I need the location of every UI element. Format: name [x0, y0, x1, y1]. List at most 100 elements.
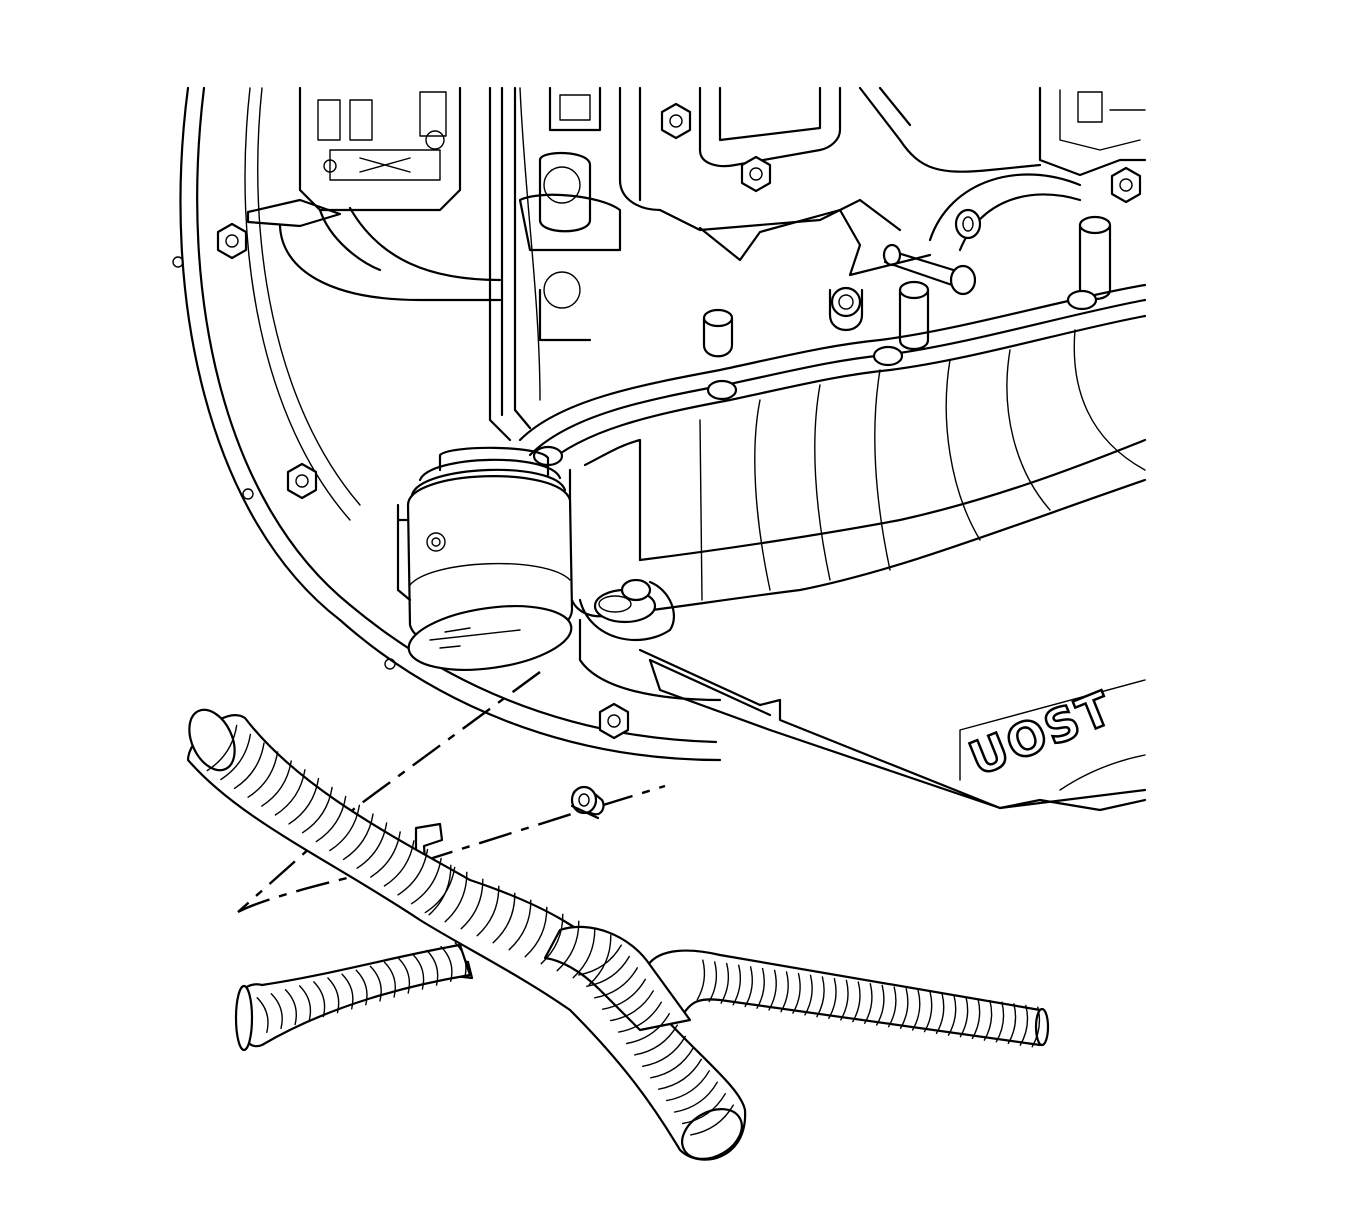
harness-rib	[911, 989, 921, 1031]
harness-rib	[876, 984, 885, 1026]
harness-rib	[650, 1047, 694, 1079]
harness-rib	[540, 913, 564, 965]
harness-rib	[935, 993, 945, 1035]
harness-rib	[658, 1058, 702, 1090]
harness-rib	[720, 962, 730, 1004]
harness-rib	[383, 961, 396, 998]
harness-rib	[476, 885, 500, 937]
harness-rib	[298, 985, 312, 1022]
harness-rib	[887, 986, 897, 1028]
harness-rib	[233, 742, 265, 790]
harness-rib	[426, 949, 439, 986]
harness-rib	[315, 795, 347, 843]
harness-rib	[971, 998, 981, 1040]
bell-housing	[172, 86, 722, 762]
harness-rib	[744, 966, 753, 1008]
harness-rib	[780, 971, 789, 1013]
harness-rib	[397, 957, 411, 994]
harness-rib	[923, 991, 933, 1033]
harness-rib	[220, 733, 252, 781]
harness-rib	[756, 967, 765, 1009]
harness-rib	[412, 953, 425, 990]
harness-rib	[588, 934, 612, 986]
upper-bolt-left	[660, 102, 692, 140]
harness-rib	[602, 978, 646, 1010]
harness-rib	[696, 959, 706, 1001]
harness-rib	[247, 751, 279, 798]
harness-rib	[618, 1001, 662, 1033]
pan-bolt-1	[706, 379, 738, 401]
harness-rib	[460, 878, 484, 930]
mounting-nut	[570, 785, 605, 820]
harness-rib	[578, 944, 622, 976]
oil-pan	[518, 283, 1147, 642]
harness-rib	[642, 1035, 686, 1067]
harness-rib	[947, 994, 957, 1036]
harness-rib	[804, 974, 813, 1016]
harness-rib	[792, 972, 801, 1014]
wiring-harness	[186, 708, 1050, 1161]
harness-rib	[666, 1070, 710, 1102]
harness-rib	[610, 990, 654, 1022]
harness-rib	[288, 777, 320, 825]
harness-rib	[383, 840, 415, 887]
bell-bolt-upper	[216, 222, 248, 260]
harness-rib	[959, 996, 969, 1038]
harness-rib	[840, 979, 849, 1021]
harness-rib	[301, 786, 333, 834]
harness-rib	[313, 981, 326, 1018]
harness-rib	[1031, 1006, 1041, 1048]
harness-rib	[370, 831, 401, 878]
harness-rib	[428, 864, 452, 916]
harness-main-sheath	[186, 714, 747, 1161]
harness-rib	[397, 848, 429, 896]
harness-rib	[454, 942, 467, 978]
harness-rib	[732, 964, 742, 1006]
harness-branch-sheath	[543, 925, 692, 1032]
harness-rib	[508, 899, 532, 951]
harness-rib	[634, 1024, 678, 1056]
bell-bolt-middle	[286, 462, 318, 500]
upper-bolt-right	[1110, 166, 1142, 204]
small-nut-upper	[954, 208, 982, 240]
harness-rib	[329, 804, 361, 852]
harness-right-sheath	[646, 949, 1048, 1047]
harness-rib	[626, 1013, 670, 1045]
harness-rib	[341, 973, 354, 1010]
harness-rib	[572, 927, 596, 979]
harness-rib	[369, 965, 382, 1002]
harness-rib	[864, 983, 873, 1024]
harness-rib	[270, 993, 283, 1030]
harness-rib	[674, 1081, 718, 1113]
harness-rib	[356, 822, 388, 869]
harness-rib	[690, 1104, 734, 1136]
harness-rib	[261, 760, 292, 807]
harness-rib	[440, 945, 453, 982]
harness-rib	[284, 989, 297, 1026]
harness-rib	[524, 906, 548, 958]
harness-rib	[682, 1093, 726, 1125]
harness-rib	[274, 769, 306, 816]
harness-rib	[327, 977, 340, 1014]
harness-rib	[492, 892, 516, 944]
harness-ribs	[206, 724, 1041, 1136]
harness-rib	[1019, 1004, 1029, 1046]
harness-rib	[995, 1001, 1005, 1043]
harness-rib	[586, 955, 630, 987]
harness-rib	[816, 976, 825, 1018]
harness-rib	[342, 813, 374, 861]
pan-bolt-2	[872, 345, 904, 367]
harness-rib	[556, 920, 580, 972]
harness-rib	[594, 967, 638, 999]
upper-engine-block	[246, 86, 1147, 442]
lower-skid-plate	[578, 618, 1147, 812]
oil-filter	[396, 446, 574, 671]
upper-bolt-center	[740, 155, 772, 193]
harness-rib	[444, 871, 468, 923]
harness-rib	[1007, 1003, 1017, 1045]
harness-lower-sheath	[238, 943, 472, 1048]
harness-rib	[256, 997, 269, 1033]
harness-rib	[899, 988, 909, 1029]
harness-rib	[410, 857, 442, 905]
